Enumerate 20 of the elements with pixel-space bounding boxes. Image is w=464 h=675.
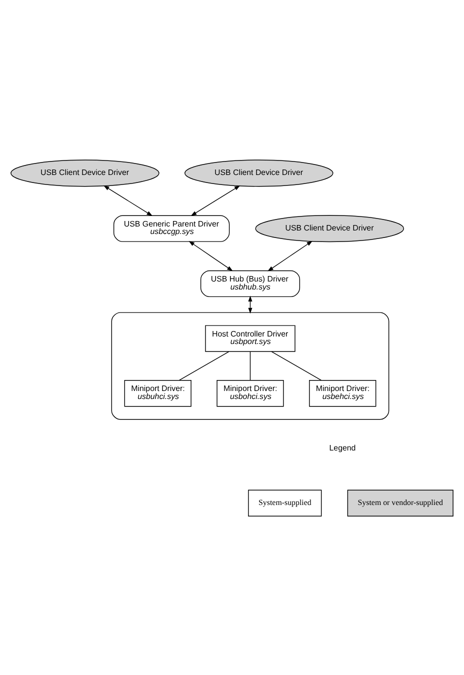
legend-label: System or vendor-supplied bbox=[358, 498, 443, 507]
node-box: Miniport Driver: usbuhci.sys bbox=[124, 380, 192, 406]
arrow bbox=[188, 240, 233, 271]
arrow bbox=[103, 184, 153, 216]
legend-label: System-supplied bbox=[258, 498, 312, 507]
node-ellipse: USB Client Device Driver bbox=[255, 214, 404, 242]
connector bbox=[250, 350, 251, 380]
label: Legend bbox=[329, 442, 356, 452]
node-ellipse: USB Client Device Driver bbox=[184, 159, 334, 186]
cluster bbox=[111, 312, 390, 420]
node-box: Miniport Driver: usbohci.sys bbox=[216, 380, 284, 406]
connector bbox=[271, 350, 322, 380]
node-box: USB Hub (Bus) Driver usbhub.sys bbox=[200, 270, 300, 297]
node-box: Host Controller Driver usbport.sys bbox=[205, 324, 296, 352]
node-box: Miniport Driver: usbehci.sys bbox=[309, 380, 376, 406]
node-ellipse: USB Client Device Driver bbox=[10, 159, 160, 186]
arrow bbox=[268, 240, 313, 271]
connector bbox=[178, 350, 230, 380]
node-box: USB Generic Parent Driver usbccgp.sys bbox=[113, 214, 230, 242]
arrow bbox=[190, 184, 240, 216]
